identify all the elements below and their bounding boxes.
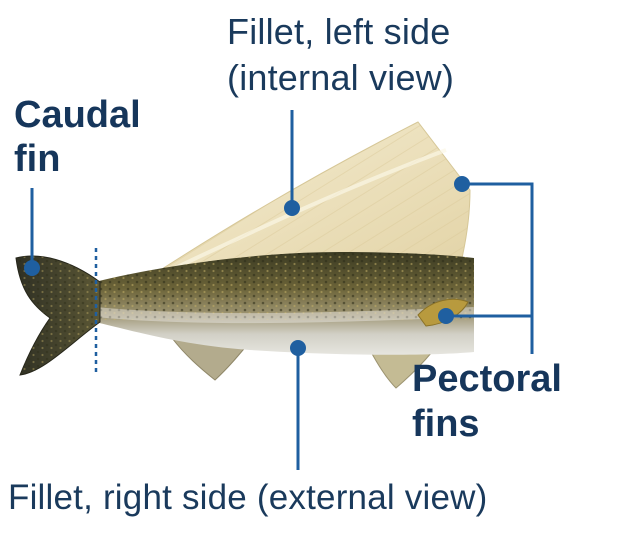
label-fillet-left-line2: (internal view) (227, 60, 454, 96)
label-caudal-fin-line1: Caudal (14, 96, 141, 134)
fish-body (90, 250, 480, 355)
label-fillet-left-line1: Fillet, left side (227, 14, 450, 50)
label-pectoral-fins-line2: fins (412, 405, 480, 443)
label-pectoral-fins-line1: Pectoral (412, 360, 562, 398)
label-caudal-fin-line2: fin (14, 140, 60, 178)
label-fillet-right: Fillet, right side (external view) (8, 480, 487, 515)
